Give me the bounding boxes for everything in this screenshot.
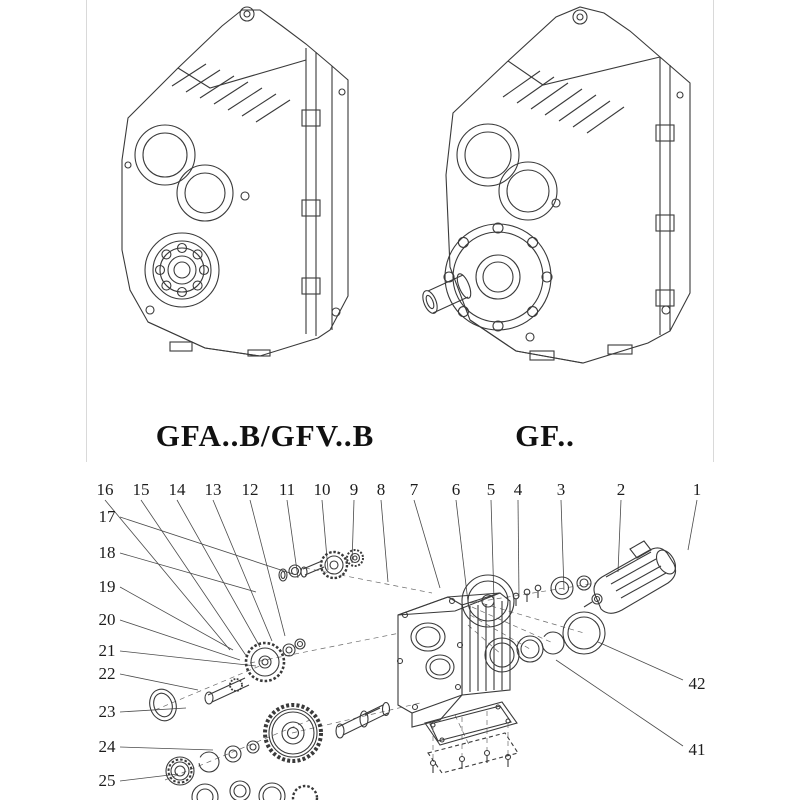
rear-cover [461,574,515,628]
callout-5: 5 [487,480,496,499]
ring-cover-parts [484,611,606,673]
top-ribs [502,70,625,134]
input-bores [456,123,558,221]
callouts-top: 16 15 14 13 12 11 10 9 8 7 6 5 4 3 2 1 [97,480,702,499]
callout-6: 6 [452,480,461,499]
callout-14: 14 [169,480,187,499]
callout-15: 15 [133,480,150,499]
input-shaft-parts [278,549,364,582]
callout-16: 16 [97,480,114,499]
callouts-right: 42 41 [689,674,706,759]
strap-clips [655,124,675,307]
callouts-left: 17 18 19 20 21 22 23 24 25 [99,507,117,790]
eye-bolt-boss [572,9,588,25]
callout-22: 22 [99,664,116,683]
input-bearing [550,575,592,600]
input-bores [134,124,234,222]
callout-23: 23 [99,702,116,721]
top-ribs [171,63,291,123]
callout-12: 12 [242,480,259,499]
seal-ring [149,688,177,722]
callout-7: 7 [410,480,419,499]
callout-13: 13 [205,480,222,499]
bolt-holes [124,88,346,317]
callout-19: 19 [99,577,116,596]
pinion-shaft [204,677,250,705]
callout-10: 10 [314,480,331,499]
eye-bolt-boss [239,6,255,22]
callout-8: 8 [377,480,386,499]
leader-lines-top [104,499,698,658]
base-feet [169,341,271,357]
callout-20: 20 [99,610,116,629]
cutoff-bottom-parts [191,780,319,800]
callout-4: 4 [514,480,523,499]
housing-part [396,592,511,728]
callout-3: 3 [557,480,566,499]
output-flange [443,222,553,332]
exploded-view-diagram: 16 15 14 13 12 11 10 9 8 7 6 5 4 3 2 1 1… [0,465,800,800]
bolt-parts [512,584,542,606]
callout-1: 1 [693,480,702,499]
housing-outline [121,9,349,357]
gearbox-drawing-gfab [110,0,370,395]
bolt-holes [525,91,684,342]
callout-2: 2 [617,480,626,499]
output-shaft-part [335,701,391,739]
assembly-axis-lines [154,567,597,781]
motor-part [583,540,677,614]
strap-clips [301,109,321,295]
output-bearing [144,232,220,308]
callout-18: 18 [99,543,116,562]
base-feet [529,344,633,361]
leader-lines-right [555,641,684,747]
gearbox-gfab-svg [121,6,349,357]
bearing-washer-row [165,740,260,786]
callout-25: 25 [99,771,116,790]
intermediate-gear-parts [244,638,306,683]
callout-11: 11 [279,480,295,499]
page-edge-right [713,0,714,462]
callout-42: 42 [689,674,706,693]
output-shaft [422,273,472,314]
exploded-svg: 16 15 14 13 12 11 10 9 8 7 6 5 4 3 2 1 1… [97,480,706,800]
callout-21: 21 [99,641,116,660]
callout-41: 41 [689,740,706,759]
model-label-gfab: GFA..B/GFV..B [155,418,375,453]
callout-24: 24 [99,737,117,756]
model-label-gf: GF.. [515,418,575,453]
gearbox-drawing-gf [408,5,708,385]
callout-9: 9 [350,480,359,499]
gasket-part [424,701,519,774]
gearbox-gf-svg [422,6,691,364]
page-edge-left [86,0,87,462]
output-gear [263,703,323,763]
callout-17: 17 [99,507,117,526]
